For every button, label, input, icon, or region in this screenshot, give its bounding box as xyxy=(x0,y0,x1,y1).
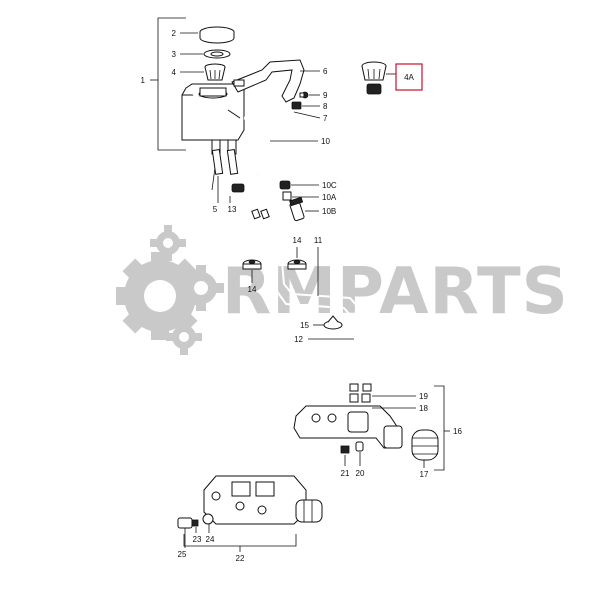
plug-seal-19[interactable] xyxy=(349,383,372,392)
callout-10b: 10B xyxy=(322,207,336,216)
callout-bracket xyxy=(157,17,186,151)
lower-master-cylinder[interactable] xyxy=(203,475,323,525)
callout-labels: 1 2 3 4 5 6 7 8 9 10 10C 10A 10B 11 12 1… xyxy=(141,29,463,563)
callout-13: 13 xyxy=(228,205,237,214)
master-cylinder[interactable] xyxy=(293,405,403,449)
callout-2: 2 xyxy=(172,29,177,38)
callout-8: 8 xyxy=(323,102,328,111)
watermark-text: RMPARTS xyxy=(222,255,569,329)
mounting-bracket[interactable] xyxy=(231,59,305,103)
callout-20: 20 xyxy=(356,469,365,478)
callout-3: 3 xyxy=(172,50,177,59)
gear-icon xyxy=(116,252,204,340)
hose-fitting-10a[interactable] xyxy=(282,191,292,201)
callout-10: 10 xyxy=(321,137,330,146)
hose-clamp[interactable] xyxy=(231,183,245,193)
hose-connector-10b[interactable] xyxy=(289,196,305,222)
callout-6: 6 xyxy=(323,67,328,76)
gear-icon xyxy=(166,319,202,355)
sealing-ring[interactable] xyxy=(202,513,214,525)
hose-fitting-10c[interactable] xyxy=(279,180,291,190)
callout-14b: 14 xyxy=(293,236,302,245)
pipe-clip[interactable] xyxy=(323,315,343,330)
bleed-cap[interactable] xyxy=(355,441,364,452)
bracket-nut[interactable] xyxy=(291,101,302,110)
gear-icon xyxy=(178,265,224,311)
fluid-reservoir[interactable] xyxy=(181,83,245,155)
bleed-screw[interactable] xyxy=(340,445,350,454)
rubber-grommet[interactable] xyxy=(242,259,262,270)
callout-7: 7 xyxy=(323,114,328,123)
callout-17: 17 xyxy=(420,470,429,479)
reservoir-plug-18[interactable] xyxy=(349,393,371,403)
callout-14a: 14 xyxy=(248,285,257,294)
callout-24: 24 xyxy=(206,535,215,544)
callout-12: 12 xyxy=(294,335,303,344)
reservoir-cap[interactable] xyxy=(199,26,235,44)
reservoir-hoses[interactable] xyxy=(211,148,239,175)
brake-light-switch[interactable] xyxy=(177,517,199,529)
highlight-box xyxy=(395,63,423,91)
brake-pipe-assembly[interactable] xyxy=(251,208,373,367)
highlighted-part-4a[interactable] xyxy=(361,61,387,95)
callout-25: 25 xyxy=(178,550,187,559)
watermark-logo: RMPARTS xyxy=(116,225,569,355)
return-hose[interactable] xyxy=(243,116,271,175)
callout-10a: 10A xyxy=(322,193,337,202)
callout-10c: 10C xyxy=(322,181,337,190)
reservoir-assembly xyxy=(150,17,245,203)
sealing-washer[interactable] xyxy=(203,49,231,59)
rubber-grommet[interactable] xyxy=(287,259,307,270)
callout-4: 4 xyxy=(172,68,177,77)
dust-boot[interactable] xyxy=(411,429,439,461)
callout-18: 18 xyxy=(419,404,428,413)
callout-22: 22 xyxy=(236,554,245,563)
filter-strainer[interactable] xyxy=(204,63,226,81)
bracket-bolt[interactable] xyxy=(299,91,309,99)
callout-21: 21 xyxy=(341,469,350,478)
callout-4a: 4A xyxy=(404,73,414,82)
callout-1: 1 xyxy=(141,76,146,85)
callout-16: 16 xyxy=(453,427,462,436)
callout-5: 5 xyxy=(213,205,218,214)
callout-11: 11 xyxy=(314,236,323,245)
callout-9: 9 xyxy=(323,91,328,100)
callout-23: 23 xyxy=(193,535,202,544)
callout-19: 19 xyxy=(419,392,428,401)
callout-15: 15 xyxy=(300,321,309,330)
gear-icon xyxy=(150,225,186,261)
